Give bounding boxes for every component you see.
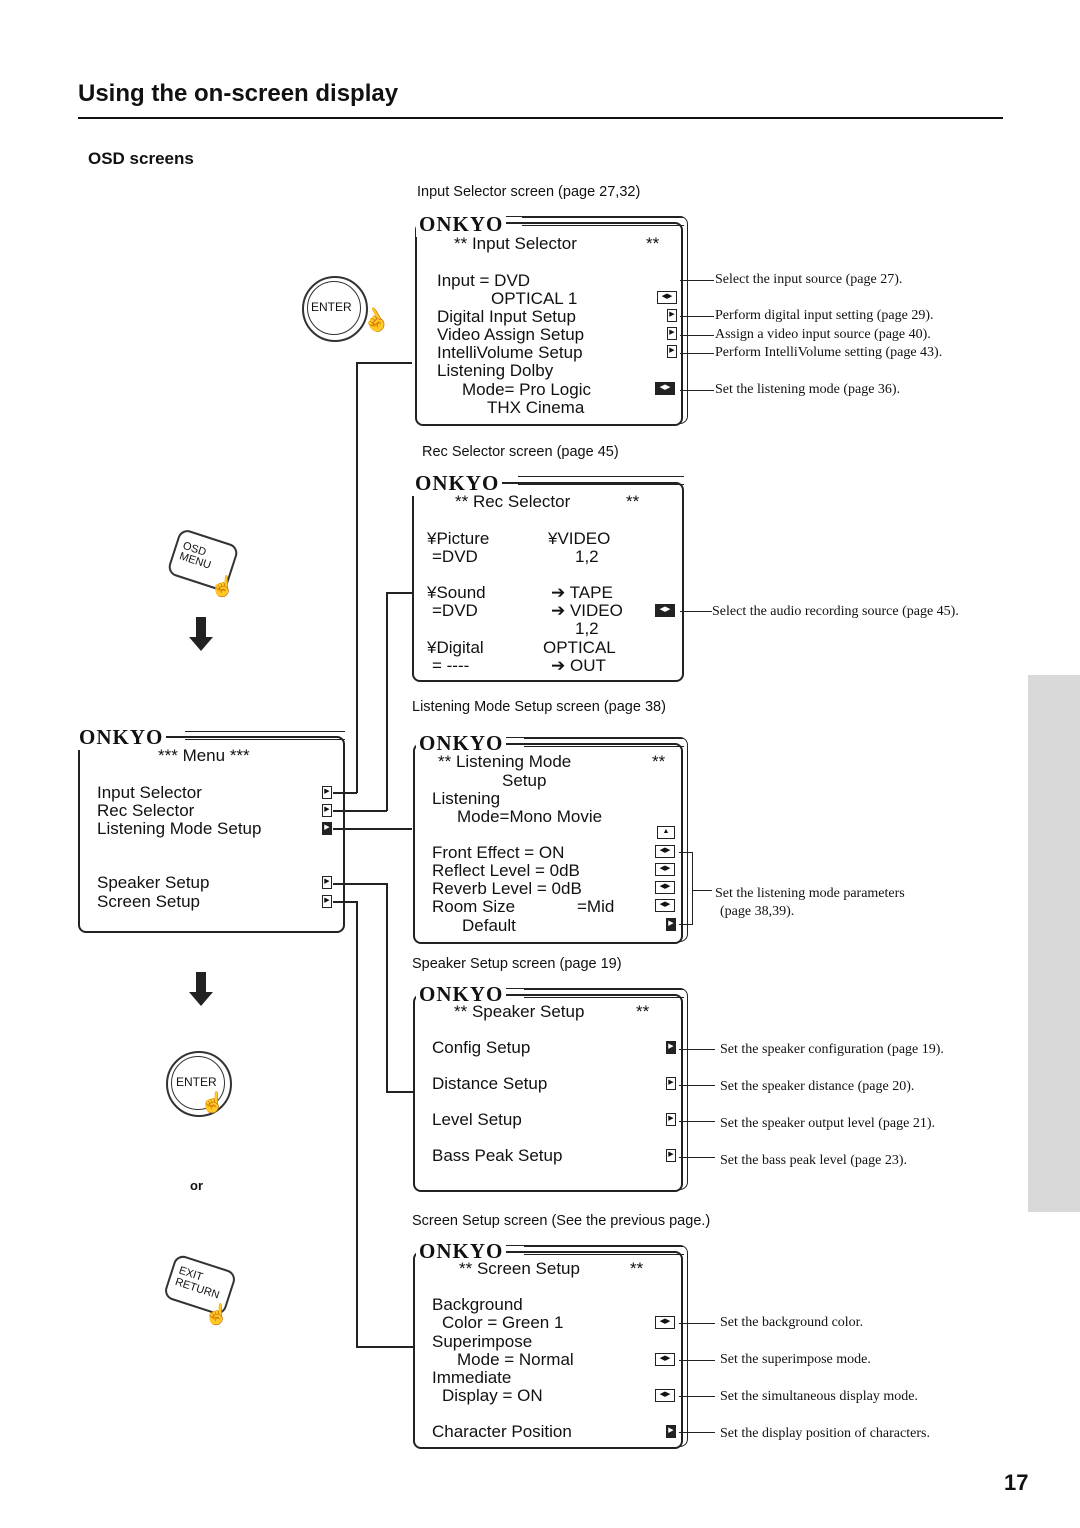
onkyo-logo: ONKYO xyxy=(416,982,507,1007)
hand-icon: ☝ xyxy=(200,1092,225,1114)
screen-title: ** Screen Setup xyxy=(459,1259,580,1278)
left-right-arrows-icon: ◀▶ xyxy=(655,899,675,912)
enter-button-top xyxy=(302,276,368,342)
screen-title: ** Listening Mode xyxy=(438,752,572,771)
left-right-arrows-icon: ◀▶ xyxy=(655,845,675,858)
right-arrow-icon: ▶ xyxy=(666,1425,676,1438)
menu-item: Speaker Setup xyxy=(97,873,210,892)
left-right-arrows-icon: ◀▶ xyxy=(657,291,677,304)
listening-screen-caption: Listening Mode Setup screen (page 38) xyxy=(412,699,666,715)
screen-title: ** Speaker Setup xyxy=(454,1002,585,1021)
down-arrow-icon xyxy=(196,617,206,637)
side-tab xyxy=(1028,675,1080,1212)
onkyo-logo: ONKYO xyxy=(412,471,503,496)
title-rule xyxy=(78,117,1003,119)
menu-item: Screen Setup xyxy=(97,892,201,911)
page-title: Using the on-screen display xyxy=(78,80,399,107)
section-heading: OSD screens xyxy=(88,149,194,168)
screen-setup-osd-panel xyxy=(413,1251,683,1449)
page-number: 17 xyxy=(1004,1470,1029,1495)
screen-setup-caption: Screen Setup screen (See the previous pa… xyxy=(412,1213,711,1229)
right-arrow-icon: ▶ xyxy=(322,876,332,889)
speaker-osd-panel xyxy=(413,994,683,1192)
input-screen-caption: Input Selector screen (page 27,32) xyxy=(417,184,641,200)
menu-osd-panel xyxy=(78,736,345,933)
hand-icon: ☝ xyxy=(204,1304,229,1326)
right-arrow-icon: ▶ xyxy=(666,1041,676,1054)
screen-title: ** Rec Selector xyxy=(455,492,571,511)
right-arrow-icon: ▶ xyxy=(667,345,677,358)
speaker-screen-caption: Speaker Setup screen (page 19) xyxy=(412,956,622,972)
enter-button-bottom xyxy=(166,1051,232,1117)
enter-label-bottom: ENTER xyxy=(176,1075,217,1089)
left-right-arrows-icon: ◀▶ xyxy=(655,1389,675,1402)
right-arrow-icon: ▶ xyxy=(667,309,677,322)
hand-icon: ☝ xyxy=(210,576,235,598)
right-arrow-icon: ▶ xyxy=(666,918,676,931)
enter-label-top: ENTER xyxy=(311,300,352,314)
menu-item: Rec Selector xyxy=(97,801,195,820)
input-osd-panel xyxy=(415,222,683,426)
onkyo-logo: ONKYO xyxy=(416,731,507,756)
onkyo-logo: ONKYO xyxy=(416,212,507,237)
right-arrow-icon: ▶ xyxy=(666,1149,676,1162)
left-right-arrows-icon: ◀▶ xyxy=(655,1316,675,1329)
left-right-arrows-icon: ◀▶ xyxy=(655,863,675,876)
right-arrow-icon: ▶ xyxy=(666,1077,676,1090)
menu-item: Listening Mode Setup xyxy=(97,819,262,838)
up-arrow-icon: ▲ xyxy=(657,826,675,839)
down-arrow-icon xyxy=(196,972,206,992)
right-arrow-icon: ▶ xyxy=(322,786,332,799)
menu-title: *** Menu *** xyxy=(158,746,250,765)
onkyo-logo: ONKYO xyxy=(76,725,167,750)
rec-osd-panel xyxy=(412,482,684,682)
left-right-arrows-icon: ◀▶ xyxy=(655,604,675,617)
listening-osd-panel xyxy=(413,743,683,944)
right-arrow-icon: ▶ xyxy=(666,1113,676,1126)
left-right-arrows-icon: ◀▶ xyxy=(655,1353,675,1366)
right-arrow-icon: ▶ xyxy=(322,804,332,817)
right-arrow-icon: ▶ xyxy=(322,822,332,835)
or-label: or xyxy=(190,1178,203,1193)
onkyo-logo: ONKYO xyxy=(416,1239,507,1264)
left-right-arrows-icon: ◀▶ xyxy=(655,881,675,894)
right-arrow-icon: ▶ xyxy=(667,327,677,340)
menu-item: Input Selector xyxy=(97,783,202,802)
right-arrow-icon: ▶ xyxy=(322,895,332,908)
rec-screen-caption: Rec Selector screen (page 45) xyxy=(422,444,619,460)
left-right-arrows-icon: ◀▶ xyxy=(655,382,675,395)
screen-title: ** Input Selector xyxy=(454,234,577,253)
